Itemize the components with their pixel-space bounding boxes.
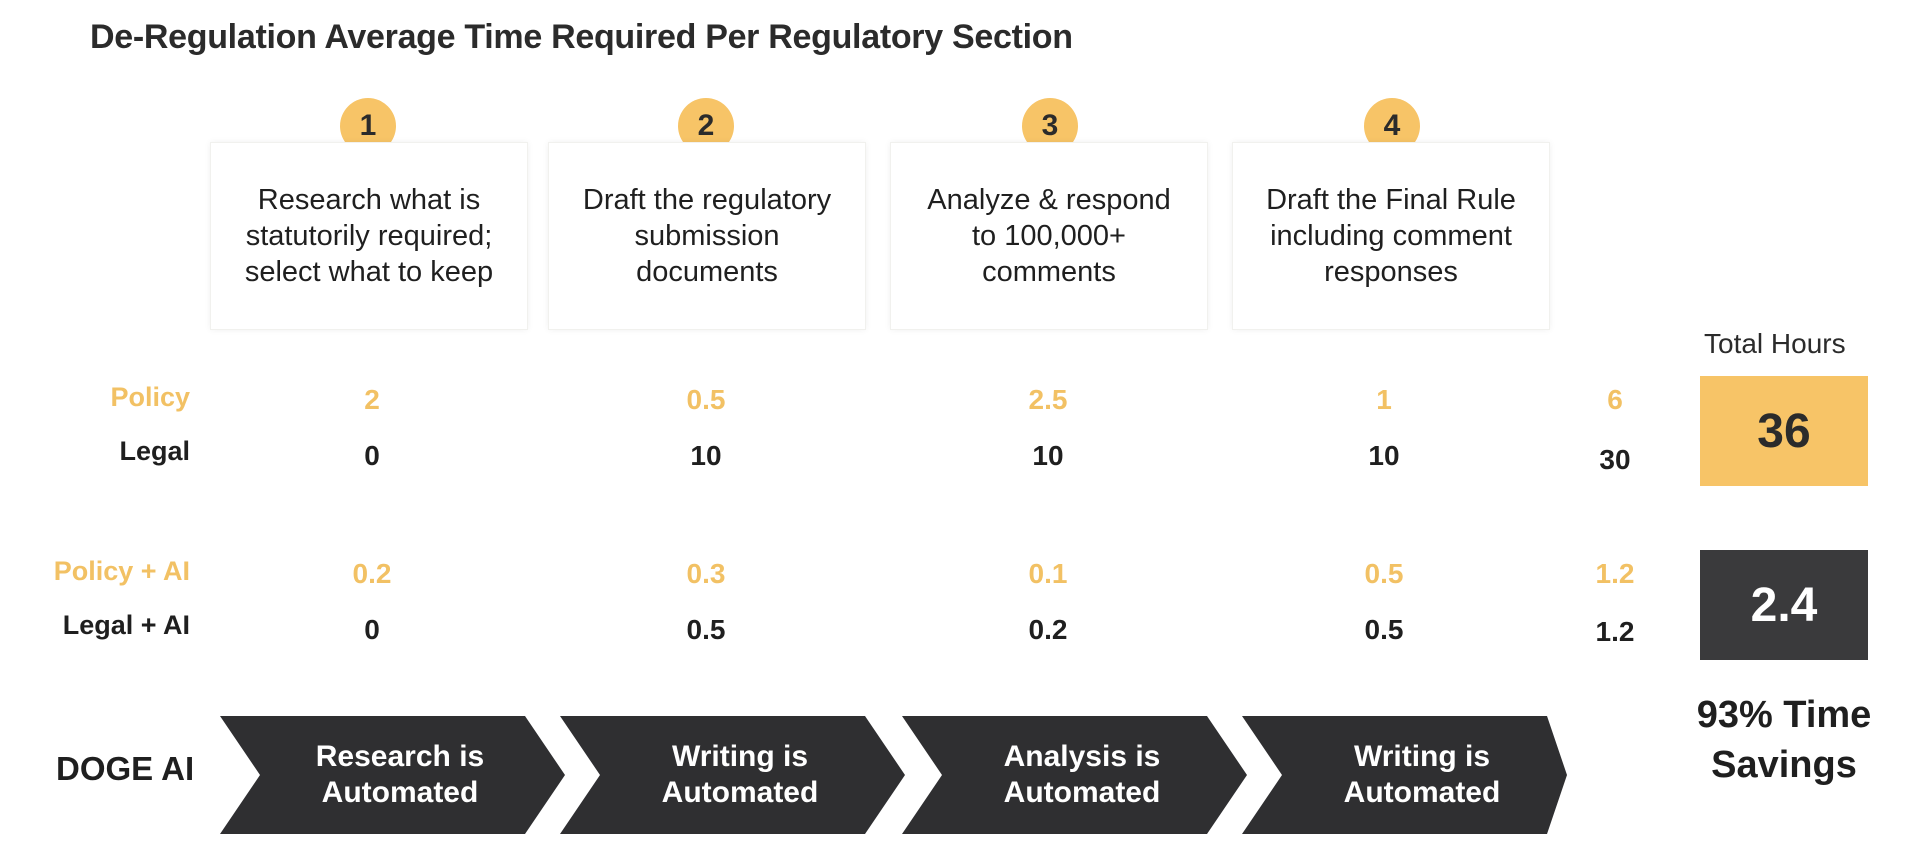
step-1-text: Research what is statutorily required; s… [244,184,494,288]
policy-step-4-value: 1 [1376,384,1392,415]
stage-2-line-2: Automated [661,776,819,809]
time-savings-line-2: Savings [1711,744,1857,786]
doge-ai-label: DOGE AI [56,750,195,787]
policy-sum: 6 [1607,384,1623,415]
step-2-card: Draft the regulatory submission document… [548,142,866,330]
policy-ai-step-1-value: 0.2 [352,558,392,589]
legal-step-3-value: 10 [1032,440,1064,471]
stage-1-text: Research is Automated [260,716,540,834]
legal-ai-step-3-value: 0.2 [1028,614,1068,645]
legal-ai-step-2-value: 0.5 [686,614,726,645]
policy-step-3-value: 2.5 [1028,384,1068,415]
stage-4-line-1: Writing is [1353,740,1491,773]
chevron-stage-1 [220,716,565,834]
stage-2-text: Writing is Automated [600,716,880,834]
row-label-legal-ai: Legal + AI [62,610,190,640]
step-4-text: Draft the Final Rule including comment r… [1266,184,1516,288]
stage-4-text: Writing is Automated [1282,716,1562,834]
stage-1-line-2: Automated [321,776,479,809]
stage-1-line-1: Research is [315,740,485,773]
row-label-policy-ai: Policy + AI [53,556,190,586]
step-2-text: Draft the regulatory submission document… [582,184,832,288]
chevron-stage-3 [902,716,1247,834]
legal-ai-sum: 1.2 [1595,616,1635,647]
row-label-policy: Policy [110,382,190,412]
stage-3-line-1: Analysis is [1003,740,1161,773]
step-3-card: Analyze & respond to 100,000+ comments [890,142,1208,330]
legal-ai-step-1-value: 0 [364,614,380,645]
total-hours-without-ai: 36 [1700,376,1868,486]
stage-3-text: Analysis is Automated [942,716,1222,834]
automation-chevrons [220,716,1567,834]
legal-ai-step-4-value: 0.5 [1364,614,1404,645]
total-hours-with-ai: 2.4 [1700,550,1868,660]
stage-2-line-1: Writing is [671,740,809,773]
stage-3-line-2: Automated [1003,776,1161,809]
legal-step-1-value: 0 [364,440,380,471]
policy-ai-step-3-value: 0.1 [1028,558,1068,589]
step-3-text: Analyze & respond to 100,000+ comments [927,184,1171,288]
total-hours-label: Total Hours [1704,328,1846,359]
time-savings-line-1: 93% Time [1696,694,1872,736]
legal-step-4-value: 10 [1368,440,1400,471]
policy-step-2-value: 0.5 [686,384,726,415]
policy-ai-sum: 1.2 [1595,558,1635,589]
chevron-stage-2 [560,716,905,834]
policy-ai-step-2-value: 0.3 [686,558,726,589]
chevron-stage-4 [1242,716,1567,834]
step-4-card: Draft the Final Rule including comment r… [1232,142,1550,330]
stage-4-line-2: Automated [1343,776,1501,809]
step-1-card: Research what is statutorily required; s… [210,142,528,330]
policy-ai-step-4-value: 0.5 [1364,558,1404,589]
page-title: De-Regulation Average Time Required Per … [90,18,1073,56]
row-label-legal: Legal [119,436,190,466]
legal-step-2-value: 10 [690,440,722,471]
policy-step-1-value: 2 [364,384,380,415]
time-savings: 93% Time Savings [1664,690,1904,790]
legal-sum: 30 [1599,444,1631,475]
